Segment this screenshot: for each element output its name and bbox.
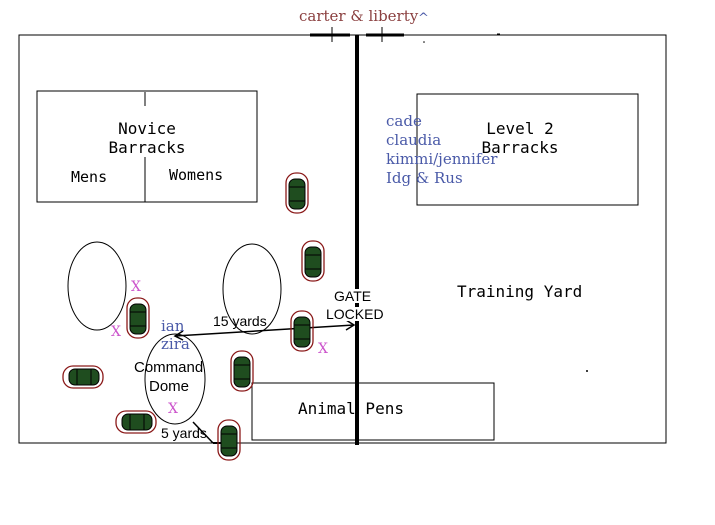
animal-pens-label: Animal Pens — [298, 399, 404, 418]
name-claudia: claudia — [386, 131, 442, 149]
dot-2 — [586, 370, 588, 372]
name-idg-rus: Idg & Rus — [386, 169, 463, 187]
caret: ^ — [418, 11, 429, 26]
name-zira: zira — [161, 335, 190, 353]
x-mark-1: X — [131, 279, 141, 295]
command-dome-oval — [144, 333, 206, 425]
gate-label: GATE — [334, 288, 372, 304]
vehicle-4 — [126, 297, 150, 339]
arrowhead-left — [173, 330, 184, 341]
arrowhead-right — [345, 319, 356, 331]
novice-barracks-title: Novice Barracks — [108, 119, 186, 157]
mens-label: Mens — [71, 168, 108, 186]
vehicle-8 — [115, 410, 157, 434]
level2-barracks-title: Level 2 Barracks — [481, 119, 559, 157]
fifteen-yards-arrow — [174, 324, 355, 337]
vehicle-3 — [290, 310, 314, 352]
vehicle-1 — [285, 172, 309, 214]
womens-label: Womens — [169, 166, 224, 184]
dot-1 — [423, 41, 425, 43]
x-mark-2: X — [111, 324, 121, 340]
training-yard-label: Training Yard — [457, 282, 583, 301]
command-dome-line1: Command — [134, 359, 204, 376]
vehicle-6 — [217, 419, 241, 461]
left-oval — [67, 241, 127, 331]
vehicle-5 — [230, 350, 254, 392]
right-oval — [222, 243, 282, 335]
name-kimmi-jennifer: kimmi/jennifer — [386, 150, 498, 168]
command-dome-line2: Dome — [149, 378, 190, 395]
name-ian: ian — [161, 317, 185, 335]
x-mark-3: X — [318, 341, 328, 357]
animal-pens-box — [251, 382, 495, 441]
novice-barracks-box — [36, 90, 258, 203]
locked-label: LOCKED — [326, 306, 384, 322]
top-label: carter & liberty — [299, 7, 419, 25]
vehicle-2 — [301, 240, 325, 282]
fifteen-yards-label: 15 yards — [213, 313, 267, 329]
level2-barracks-box — [416, 93, 639, 206]
five-yards-line — [192, 421, 214, 444]
name-cade: cade — [386, 112, 422, 130]
x-mark-4: X — [168, 401, 178, 417]
vehicle-7 — [62, 365, 104, 389]
five-yards-label: 5 yards — [161, 425, 207, 441]
